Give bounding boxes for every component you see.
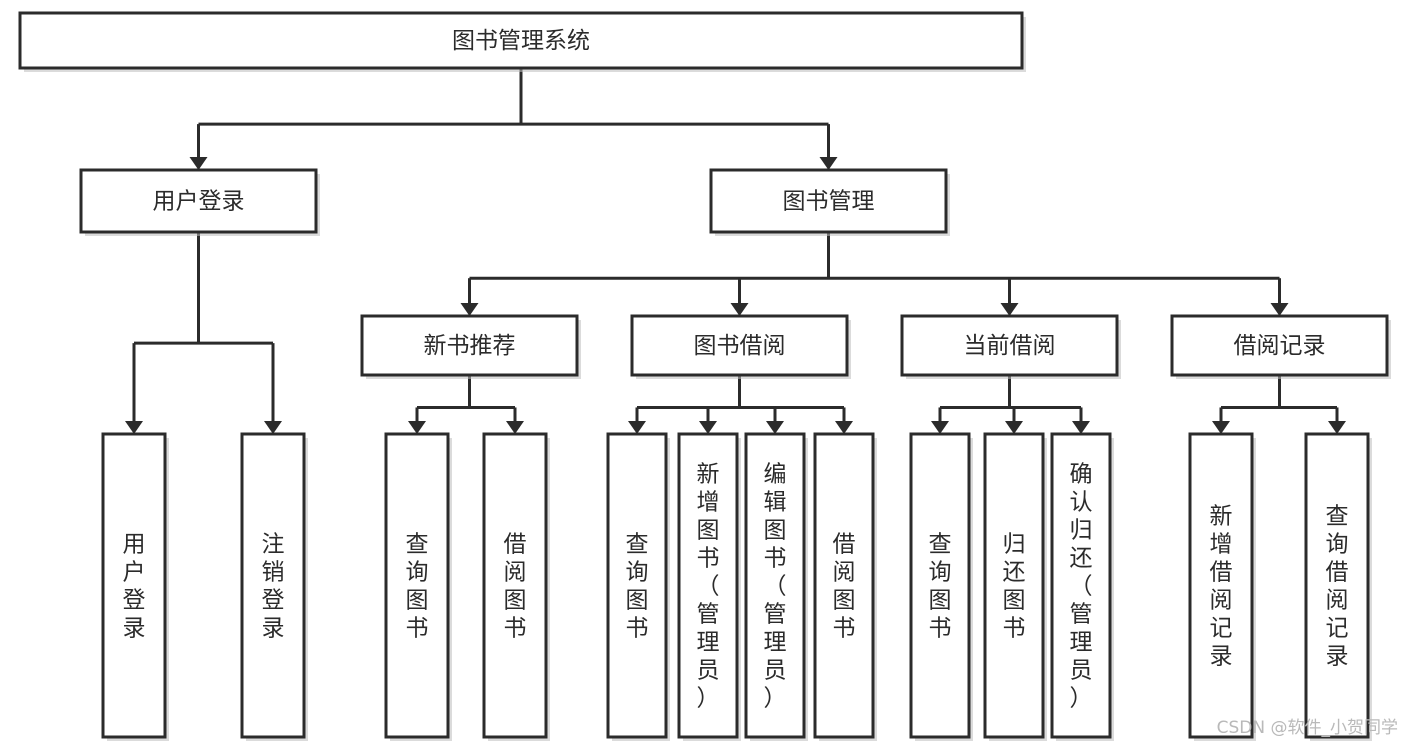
node-root[interactable]: 图书管理系统 <box>18 11 1026 72</box>
node-leaf-query-record[interactable]: 查询借阅记录 <box>1304 432 1372 741</box>
node-leaf-confirm-return[interactable]: 确认归还（管理员） <box>1050 432 1114 741</box>
node-box[interactable] <box>709 168 948 234</box>
node-box[interactable] <box>677 432 739 739</box>
node-box[interactable] <box>813 432 875 739</box>
arrow-head <box>1005 421 1023 434</box>
node-label: 借阅图书 <box>504 532 527 642</box>
arrow-head <box>1072 421 1090 434</box>
node-leaf-user-login[interactable]: 用户登录 <box>101 432 169 741</box>
node-current-borrow[interactable]: 当前借阅 <box>900 314 1121 379</box>
arrow-head <box>189 157 208 170</box>
arrow-head <box>264 421 282 434</box>
node-leaf-user-logout[interactable]: 注销登录 <box>240 432 308 741</box>
arrow-head <box>730 303 749 316</box>
node-label: 查询借阅记录 <box>1326 504 1349 670</box>
node-leaf-add-book[interactable]: 新增图书（管理员） <box>677 432 741 741</box>
node-label: 图书借阅 <box>694 333 786 359</box>
node-box[interactable] <box>240 432 306 739</box>
arrow-head <box>835 421 853 434</box>
node-label: 确认归还（管理员） <box>1070 462 1093 712</box>
node-leaf-query-book-cur[interactable]: 查询图书 <box>909 432 973 741</box>
arrow-head <box>628 421 646 434</box>
node-borrow-record[interactable]: 借阅记录 <box>1170 314 1391 379</box>
node-label: 编辑图书（管理员） <box>764 462 787 712</box>
node-box[interactable] <box>360 314 579 377</box>
node-label: 查询图书 <box>929 532 952 642</box>
node-label: 新增图书（管理员） <box>697 462 720 712</box>
node-box[interactable] <box>79 168 318 234</box>
node-book-borrow[interactable]: 图书借阅 <box>630 314 851 379</box>
node-label: 查询图书 <box>626 532 649 642</box>
arrow-head <box>766 421 784 434</box>
node-leaf-add-record[interactable]: 新增借阅记录 <box>1188 432 1256 741</box>
node-book-manage[interactable]: 图书管理 <box>709 168 950 236</box>
node-label: 当前借阅 <box>964 333 1056 359</box>
node-leaf-query-book-rec[interactable]: 查询图书 <box>384 432 452 741</box>
node-label: 归还图书 <box>1003 532 1026 642</box>
node-leaf-borrow-book-rec[interactable]: 借阅图书 <box>482 432 550 741</box>
node-box[interactable] <box>482 432 548 739</box>
arrow-head <box>125 421 143 434</box>
node-user-login[interactable]: 用户登录 <box>79 168 320 236</box>
edge-group-book-manage <box>460 232 1289 316</box>
arrow-head <box>699 421 717 434</box>
node-box[interactable] <box>1170 314 1389 377</box>
node-label: 用户登录 <box>123 532 146 642</box>
node-box[interactable] <box>1188 432 1254 739</box>
node-leaf-return-book[interactable]: 归还图书 <box>983 432 1047 741</box>
node-label: 新书推荐 <box>424 333 516 359</box>
nodes-group: 图书管理系统用户登录图书管理新书推荐图书借阅当前借阅借阅记录用户登录注销登录查询… <box>18 11 1391 741</box>
arrow-head <box>1328 421 1346 434</box>
arrow-head <box>931 421 949 434</box>
edge-group-borrow-record <box>1212 375 1346 434</box>
edge-group-root <box>189 68 838 170</box>
node-box[interactable] <box>744 432 806 739</box>
node-label: 新增借阅记录 <box>1210 504 1233 670</box>
arrow-head <box>460 303 479 316</box>
node-label: 用户登录 <box>153 189 245 215</box>
node-label: 借阅图书 <box>833 532 856 642</box>
node-label: 图书管理 <box>783 189 875 215</box>
edge-group-new-book-rec <box>408 375 524 434</box>
arrow-head <box>1270 303 1289 316</box>
node-leaf-query-book-borrow[interactable]: 查询图书 <box>606 432 670 741</box>
edge-group-current-borrow <box>931 375 1090 434</box>
node-label: 查询图书 <box>406 532 429 642</box>
node-leaf-edit-book[interactable]: 编辑图书（管理员） <box>744 432 808 741</box>
arrow-head <box>506 421 524 434</box>
node-label: 图书管理系统 <box>452 28 590 54</box>
node-box[interactable] <box>18 11 1024 70</box>
node-new-book-rec[interactable]: 新书推荐 <box>360 314 581 379</box>
node-leaf-borrow-book[interactable]: 借阅图书 <box>813 432 877 741</box>
connector-edges-group <box>125 68 1346 434</box>
node-label: 注销登录 <box>262 532 285 642</box>
arrow-head <box>408 421 426 434</box>
node-box[interactable] <box>900 314 1119 377</box>
node-box[interactable] <box>630 314 849 377</box>
edge-group-user-login <box>125 232 282 434</box>
node-box[interactable] <box>1304 432 1370 739</box>
csdn-watermark: CSDN @软件_小贺同学 <box>1217 718 1398 738</box>
node-box[interactable] <box>384 432 450 739</box>
node-box[interactable] <box>983 432 1045 739</box>
node-box[interactable] <box>101 432 167 739</box>
arrow-head <box>819 157 838 170</box>
node-box[interactable] <box>1050 432 1112 739</box>
arrow-head <box>1212 421 1230 434</box>
arrow-head <box>1000 303 1019 316</box>
node-label: 借阅记录 <box>1234 333 1326 359</box>
node-box[interactable] <box>606 432 668 739</box>
edge-group-book-borrow <box>628 375 853 434</box>
node-box[interactable] <box>909 432 971 739</box>
